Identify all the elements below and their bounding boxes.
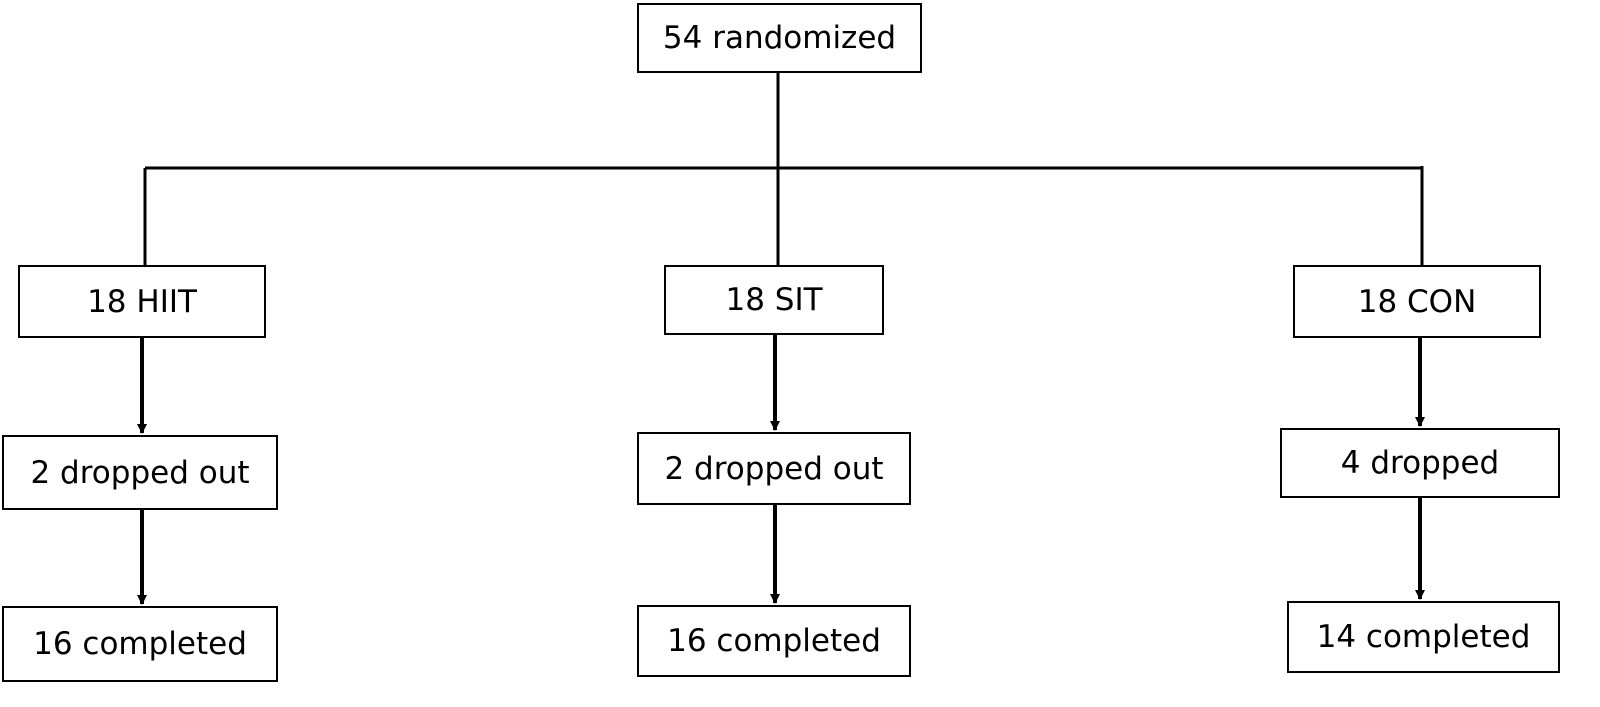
hiit-completed-label: 16 completed bbox=[33, 626, 247, 662]
box-hiit-dropped: 2 dropped out bbox=[2, 435, 278, 510]
box-con-completed: 14 completed bbox=[1287, 601, 1560, 673]
sit-completed-label: 16 completed bbox=[667, 623, 881, 659]
con-dropped-label: 4 dropped bbox=[1340, 445, 1500, 481]
box-arm-con: 18 CON bbox=[1293, 265, 1541, 338]
box-con-dropped: 4 dropped bbox=[1280, 428, 1560, 498]
arm-con-label: 18 CON bbox=[1357, 283, 1477, 320]
box-sit-dropped: 2 dropped out bbox=[637, 432, 911, 505]
box-arm-sit: 18 SIT bbox=[664, 265, 884, 335]
box-arm-hiit: 18 HIIT bbox=[18, 265, 266, 338]
randomized-label: 54 randomized bbox=[662, 20, 897, 56]
sit-dropped-label: 2 dropped out bbox=[664, 450, 884, 487]
box-hiit-completed: 16 completed bbox=[2, 606, 278, 682]
hiit-dropped-label: 2 dropped out bbox=[30, 454, 250, 491]
arm-sit-label: 18 SIT bbox=[725, 282, 823, 318]
box-randomized: 54 randomized bbox=[637, 3, 922, 73]
box-sit-completed: 16 completed bbox=[637, 605, 911, 677]
arm-hiit-label: 18 HIIT bbox=[87, 283, 197, 320]
con-completed-label: 14 completed bbox=[1316, 619, 1531, 655]
